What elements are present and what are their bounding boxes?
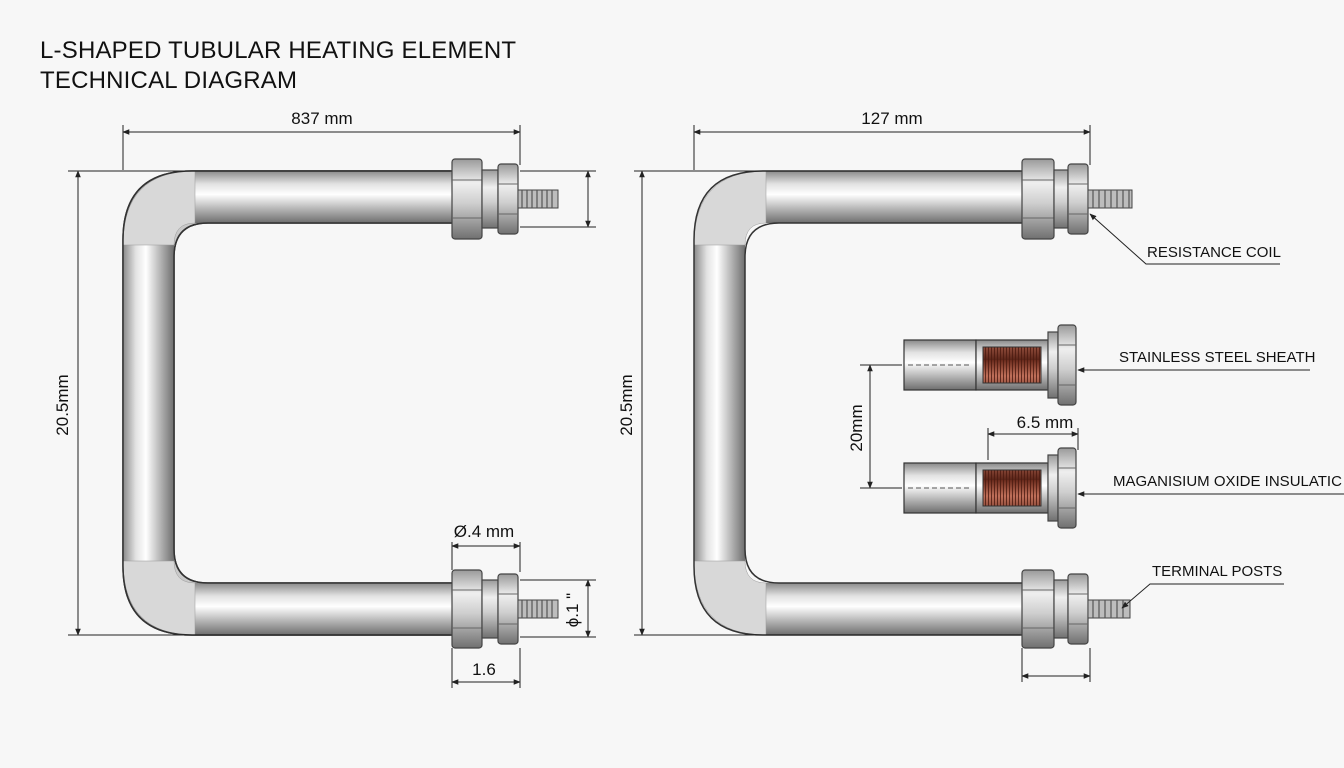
right-bottom-bend xyxy=(693,560,767,636)
right-top-terminal xyxy=(1021,158,1133,240)
left-heating-element xyxy=(122,158,559,649)
left-bottom-tube xyxy=(195,583,452,635)
right-vertical-tube xyxy=(694,245,745,561)
right-top-bend xyxy=(693,170,767,246)
callout-stainless-steel-sheath: STAINLESS STEEL SHEATH xyxy=(1119,349,1315,366)
left-diameter-dimension: Ø.4 mm xyxy=(454,522,514,541)
lower-cutaway-section xyxy=(903,447,1077,529)
right-coil-dimension: 6.5 mm xyxy=(1017,413,1074,432)
left-top-bend xyxy=(122,170,196,246)
left-nut-dimension: 1.6 xyxy=(472,660,496,679)
callout-terminal-posts: TERMINAL POSTS xyxy=(1152,563,1282,580)
left-bottom-bend xyxy=(122,560,196,636)
left-top-tube xyxy=(195,171,452,223)
upper-resistance-coil xyxy=(982,346,1042,384)
callout-resistance-coil: RESISTANCE COIL xyxy=(1147,244,1281,261)
left-dimensions xyxy=(68,125,596,688)
upper-cutaway-section xyxy=(903,324,1077,406)
right-bottom-tube xyxy=(766,583,1024,635)
right-heating-element xyxy=(693,158,1133,649)
right-spacing-dimension: 20mm xyxy=(847,404,866,451)
left-height-dimension: 20.5mm xyxy=(53,374,72,435)
right-height-dimension: 20.5mm xyxy=(617,374,636,435)
lower-resistance-coil xyxy=(982,469,1042,507)
callout-magnesium-oxide-insulation: MAGANISIUM OXIDE INSULATIC xyxy=(1113,473,1342,490)
title-line-2: TECHNICAL DIAGRAM xyxy=(40,67,298,94)
left-top-terminal xyxy=(451,158,559,240)
diagram-title: L-SHAPED TUBULAR HEATING ELEMENT TECHNIC… xyxy=(40,36,516,96)
left-terminal-dimension: ϕ.1 " xyxy=(563,593,582,627)
left-width-dimension: 837 mm xyxy=(291,109,352,128)
right-width-dimension: 127 mm xyxy=(861,109,922,128)
left-bottom-terminal xyxy=(451,569,559,649)
title-line-1: L-SHAPED TUBULAR HEATING ELEMENT xyxy=(40,37,517,64)
callout-leaders xyxy=(1077,213,1344,609)
right-dimensions xyxy=(634,125,1091,682)
left-vertical-tube xyxy=(123,245,174,561)
right-bottom-terminal xyxy=(1021,569,1131,649)
right-top-tube xyxy=(766,171,1024,223)
